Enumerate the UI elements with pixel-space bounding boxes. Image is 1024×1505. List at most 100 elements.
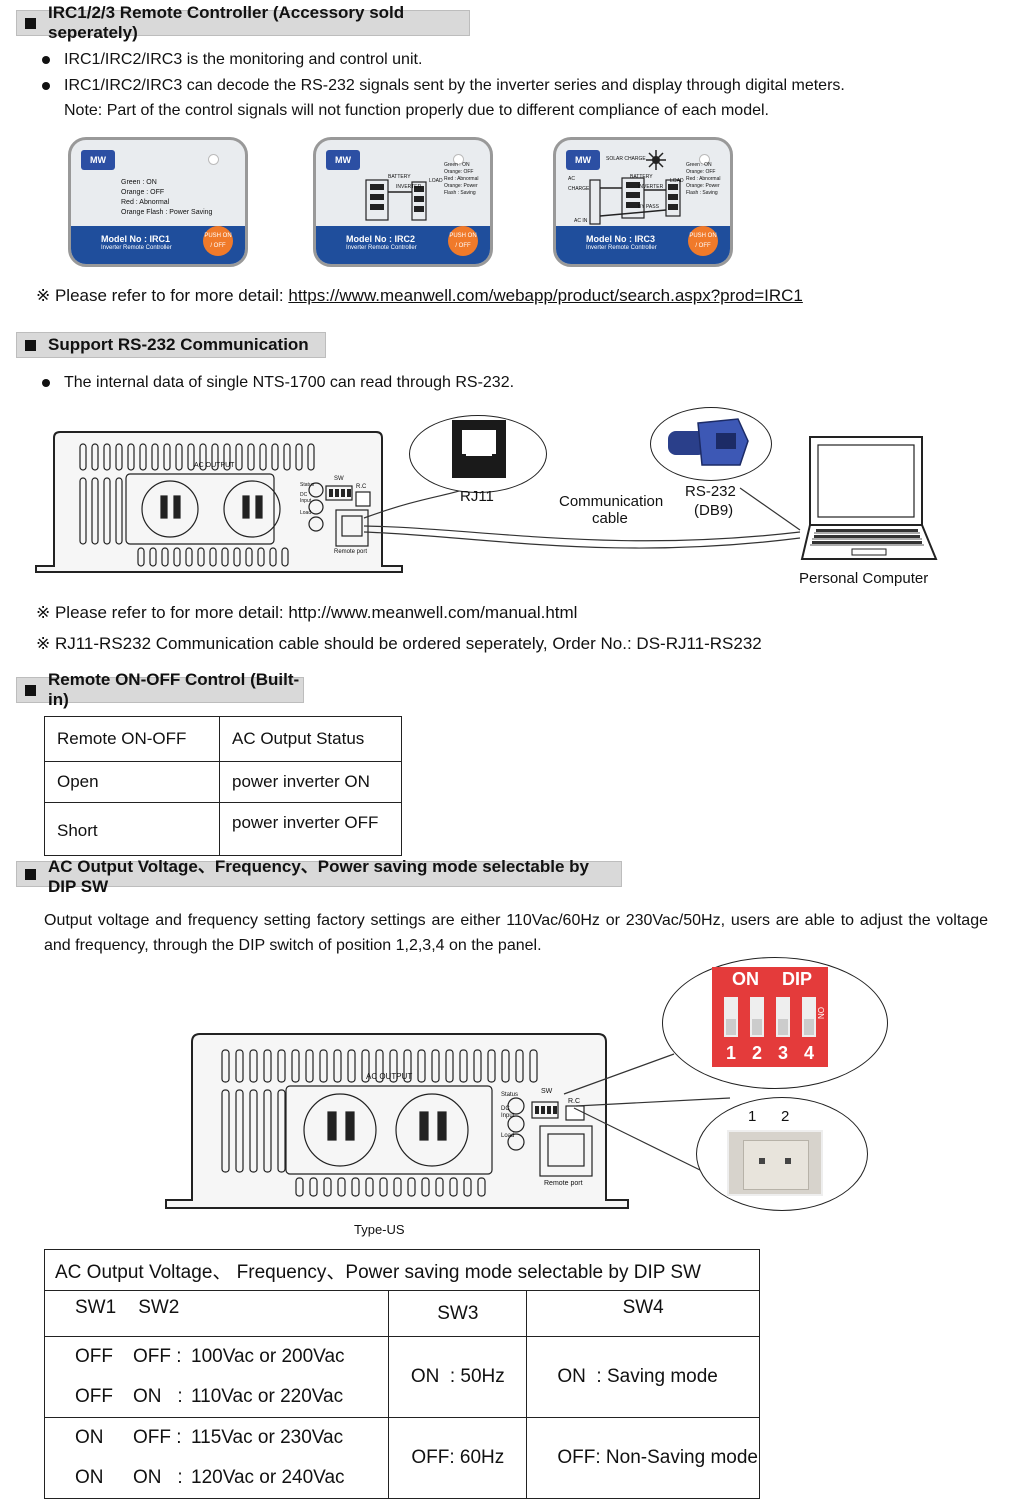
table-cell: Remote ON-OFF	[44, 716, 220, 762]
ac-output-label: AC OUTPUT	[366, 1072, 413, 1081]
legend-line: Flash : Saving	[686, 190, 718, 196]
sun-icon	[646, 150, 666, 170]
cable-order-note: ※ RJ11-RS232 Communication cable should …	[36, 634, 762, 653]
inverter-front-panel-type-us-image	[165, 1033, 629, 1209]
irc3-diagram	[589, 177, 681, 225]
dc-input-label: DC Input	[300, 492, 312, 504]
solar-charge-label: SOLAR CHARGE	[606, 156, 646, 162]
table-row: Open power inverter ON	[44, 761, 402, 803]
sw3-off-cell: OFF: 60Hz	[388, 1417, 528, 1499]
rj11-jack-icon	[452, 420, 506, 478]
bullet-text: IRC1/IRC2/IRC3 is the monitoring and con…	[64, 51, 423, 68]
two-pin-connector-icon	[727, 1130, 823, 1196]
sw1-header: SW1	[75, 1297, 117, 1318]
dip-sw-table: AC Output Voltage、 Frequency、Power savin…	[43, 1249, 760, 1499]
legend-line: Orange: Power	[444, 183, 478, 189]
push-button-icon: PUSH ON / OFF	[688, 226, 718, 256]
load-label: LOAD	[670, 178, 684, 184]
status-label: Status	[300, 482, 315, 488]
manual-refer-note: ※ Please refer to for more detail: http:…	[36, 603, 578, 622]
bullet-item: The internal data of single NTS-1700 can…	[42, 372, 514, 394]
voltage-value: 100Vac or 200Vac	[191, 1346, 345, 1367]
model-band: Model No : IRC3 Inverter Remote Controll…	[556, 226, 730, 264]
meanwell-logo-icon: MW	[566, 150, 600, 170]
dc-input-label: DC Input	[501, 1106, 515, 1119]
rj11-label: RJ11	[460, 488, 494, 505]
legend-line: Orange: Power	[686, 183, 720, 189]
ac-charge-label: AC CHARGE	[568, 176, 590, 192]
dip-slot-1	[724, 997, 738, 1037]
table-row: AC Output Voltage、 Frequency、Power savin…	[44, 1249, 760, 1291]
table-cell: power inverter OFF	[219, 802, 402, 856]
square-bullet-icon	[25, 684, 36, 696]
section-header-rs232: Support RS-232 Communication	[16, 332, 326, 358]
square-bullet-icon	[25, 17, 36, 29]
sw4-off-cell: OFF: Non-Saving mode	[526, 1417, 760, 1499]
remote-port-label: Remote port	[334, 549, 368, 555]
dip-label: DIP	[782, 969, 813, 989]
bullet-text: IRC1/IRC2/IRC3 can decode the RS-232 sig…	[64, 77, 845, 94]
dip-number-4: 4	[804, 1043, 815, 1063]
dip-number-2: 2	[752, 1043, 763, 1063]
model-label: Model No : IRC1	[101, 234, 170, 244]
rs232-label: RS-232	[685, 483, 736, 500]
bullet-item: IRC1/IRC2/IRC3 can decode the RS-232 sig…	[42, 75, 845, 97]
table-row: Remote ON-OFF AC Output Status	[44, 716, 402, 762]
irc3-legend: Green : ON Orange: OFF Red : Abnormal Or…	[686, 162, 720, 197]
legend-line: Flash : Saving	[444, 190, 476, 196]
note-text: Note: Part of the control signals will n…	[64, 102, 769, 119]
irc-product-link[interactable]: https://www.meanwell.com/webapp/product/…	[288, 286, 803, 305]
bullet-dot-icon	[42, 81, 50, 90]
bullet-text: The internal data of single NTS-1700 can…	[64, 374, 515, 391]
connector-pin-2-label: 2	[781, 1108, 790, 1125]
type-us-label: Type-US	[354, 1222, 405, 1237]
led-indicator-icon	[208, 154, 219, 165]
model-sublabel: Inverter Remote Controller	[586, 245, 657, 251]
ac-in-label: AC IN	[574, 218, 588, 224]
sw-label: SW	[334, 476, 344, 482]
dip-side-on-label: ON	[816, 1007, 825, 1019]
battery-label: BATTERY	[388, 174, 411, 180]
section-title: Support RS-232 Communication	[48, 335, 309, 354]
dip-slot-2	[750, 997, 764, 1037]
legend-line: Red : Abnormal	[121, 199, 170, 206]
irc2-controller-image: MW BATTERY INVERTER LOAD Green : ON Oran…	[313, 137, 493, 267]
remote-port-label: Remote port	[544, 1180, 583, 1187]
dip-slot-3	[776, 997, 790, 1037]
battery-label: BATTERY	[630, 174, 653, 180]
sw4-header: SW4	[526, 1290, 760, 1337]
inverter-front-panel-image	[35, 431, 403, 573]
sw-label: SW	[541, 1088, 553, 1095]
section-header-irc: IRC1/2/3 Remote Controller (Accessory so…	[16, 3, 470, 42]
model-label: Model No : IRC3	[586, 234, 655, 244]
dip-number-3: 3	[778, 1043, 789, 1063]
refer-prefix: ※ Please refer to for more detail:	[36, 286, 289, 305]
callout-lines	[563, 1053, 731, 1171]
irc2-diagram	[365, 179, 427, 221]
bypass-label: BY PASS	[638, 204, 659, 210]
sw1-sw2-header: SW1 SW2	[43, 1290, 390, 1337]
table-title: AC Output Voltage、 Frequency、Power savin…	[44, 1249, 760, 1291]
communication-cable-image	[363, 480, 801, 549]
sw3-on-cell: ON : 50Hz	[388, 1336, 528, 1418]
rc-label: R.C	[356, 484, 367, 490]
remote-on-off-table: Remote ON-OFF AC Output Status Open powe…	[44, 716, 402, 856]
sw2-header: SW2	[138, 1297, 180, 1318]
legend-line: Green : ON	[444, 162, 470, 168]
inverter-label: INVERTER	[638, 184, 664, 190]
sw1-value: OFF	[75, 1386, 113, 1407]
sw2-value: ON :	[133, 1467, 183, 1488]
dip-number-1: 1	[726, 1043, 737, 1063]
square-bullet-icon	[25, 339, 36, 351]
laptop-icon	[800, 436, 938, 560]
personal-computer-label: Personal Computer	[799, 570, 929, 587]
legend-line: Green : ON	[686, 162, 712, 168]
